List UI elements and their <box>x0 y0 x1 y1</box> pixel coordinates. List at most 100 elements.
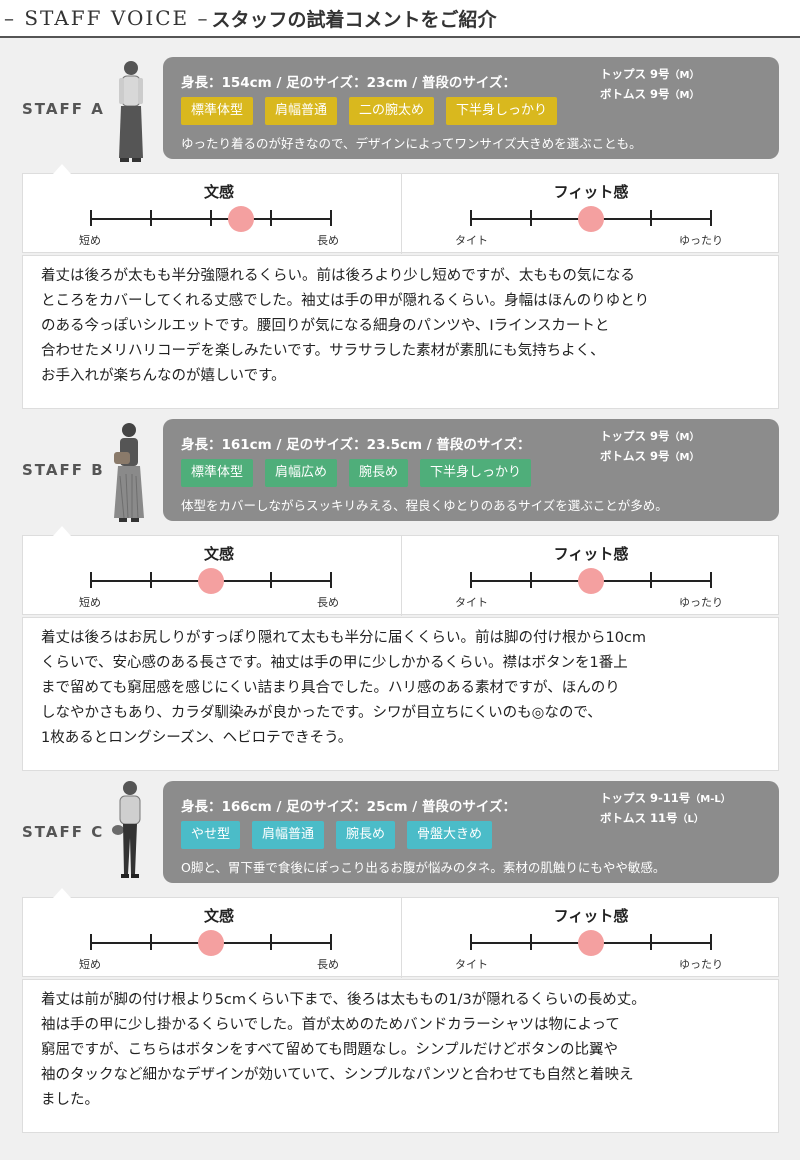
length-scale-title: 文感 <box>203 545 234 563</box>
body-tag: 肩幅普通 <box>252 821 325 849</box>
staff-stats: 身長：154cm / 足のサイズ：23cm / 普段のサイズ： <box>181 75 516 91</box>
bottoms-size-paren: （M） <box>669 452 700 463</box>
rating-scales: 文感 短め 長め フィット感 タイト ゆったり <box>22 526 779 616</box>
header-title-ja: スタッフの試着コメントをご紹介 <box>211 8 497 31</box>
body-type-tags: やせ型 肩幅普通 腕長め 骨盤大きめ <box>181 821 493 849</box>
bottoms-size-paren: （L） <box>677 814 704 825</box>
staff-comment: 着丈は後ろはお尻しりがすっぽり隠れて太もも半分に届くくらい。前は脚の付け根から1… <box>22 617 779 771</box>
scale-max-label: 長め <box>317 234 339 247</box>
scale-min-label: 短め <box>79 596 101 609</box>
scale-divider <box>401 174 402 254</box>
tops-size: トップス 9号 <box>600 67 670 81</box>
comment-line: 袖のタックなど細かなデザインが効いていて、シンプルなパンツと合わせても自然と着映… <box>41 1067 634 1083</box>
scale-min-label: タイト <box>455 958 488 971</box>
rating-marker <box>228 206 254 232</box>
staff-label: STAFF C <box>22 823 105 841</box>
bottoms-size: ボトムス 9号 <box>600 449 670 463</box>
scale-tick <box>150 210 152 226</box>
staff-label: STAFF A <box>22 100 105 118</box>
body-tag: 肩幅普通 <box>265 97 338 125</box>
rating-marker <box>198 568 224 594</box>
rating-scales: 文感 短め 長め フィット感 タイト ゆったり <box>22 888 779 978</box>
comment-line: ところをカバーしてくれる丈感でした。袖丈は手の甲が隠れるくらい。身幅はほんのりゆ… <box>41 293 650 309</box>
scale-tick <box>270 572 272 588</box>
fit-scale: フィット感 タイト ゆったり <box>455 898 759 978</box>
body-tag: 標準体型 <box>181 97 254 125</box>
speech-notch <box>53 526 71 536</box>
scale-tick <box>470 572 472 588</box>
scale-tick <box>650 572 652 588</box>
scale-tick <box>150 934 152 950</box>
comment-line: 着丈は後ろが太もも半分強隠れるくらい。前は後ろより少し短めですが、太ももの気にな… <box>41 268 635 284</box>
scale-tick <box>530 572 532 588</box>
length-scale: 文感 短め 長め <box>79 536 379 616</box>
comment-line: くらいで、安心感のある長さです。袖丈は手の甲に少しかかるくらい。襟はボタンを1番… <box>41 655 628 671</box>
comment-line: 袖は手の甲に少し掛かるくらいでした。首が太めのためバンドカラーシャツは物によって <box>41 1017 620 1033</box>
body-tag: 下半身しっかり <box>420 459 532 487</box>
rating-marker <box>578 930 604 956</box>
speech-notch <box>53 888 71 898</box>
scale-tick <box>470 210 472 226</box>
scale-tick <box>90 572 92 588</box>
body-tag: 腕長め <box>349 459 409 487</box>
body-tag: 骨盤大きめ <box>407 821 493 849</box>
staff-comment: 着丈は前が脚の付け根より5cmくらい下まで、後ろは太ももの1/3が隠れるくらいの… <box>22 979 779 1133</box>
tops-size: トップス 9号 <box>600 429 670 443</box>
fit-scale-title: フィット感 <box>553 183 629 201</box>
comment-line: 窮屈ですが、こちらはボタンをすべて留めても問題なし。シンプルだけどボタンの比翼や <box>41 1042 618 1058</box>
comment-line: のある今っぽいシルエットです。腰回りが気になる細身のパンツや、Iラインスカートと <box>41 318 610 334</box>
comment-line: 合わせたメリハリコーデを楽しみたいです。サラサラした素材が素肌にも気持ちよく、 <box>41 343 605 359</box>
scale-tick <box>530 210 532 226</box>
tops-size-paren: （M） <box>669 432 700 443</box>
scale-tick <box>710 210 712 226</box>
staff-photo <box>114 423 144 522</box>
length-scale-title: 文感 <box>203 907 234 925</box>
staff-note: ゆったり着るのが好きなので、デザインによってワンサイズ大きめを選ぶことも。 <box>181 136 642 151</box>
tops-size-paren: （M） <box>669 70 700 81</box>
scale-max-label: ゆったり <box>679 596 723 609</box>
staff-stats: 身長：166cm / 足のサイズ：25cm / 普段のサイズ： <box>181 799 516 815</box>
tops-size: トップス 9-11号 <box>600 791 691 805</box>
scale-tick <box>650 934 652 950</box>
comment-line: お手入れが楽ちんなのが嬉しいです。 <box>41 368 286 384</box>
scale-max-label: ゆったり <box>679 958 723 971</box>
scale-min-label: 短め <box>79 234 101 247</box>
scale-max-label: ゆったり <box>679 234 723 247</box>
length-scale: 文感 短め 長め <box>79 898 379 978</box>
bottoms-size: ボトムス 11号 <box>600 811 678 825</box>
body-tag: 腕長め <box>336 821 396 849</box>
scale-max-label: 長め <box>317 958 339 971</box>
scale-tick <box>270 210 272 226</box>
staff-photo <box>119 61 143 162</box>
length-scale-title: 文感 <box>203 183 234 201</box>
scale-max-label: 長め <box>317 596 339 609</box>
staff-note: 体型をカバーしながらスッキリみえる、程良くゆとりのあるサイズを選ぶことが多め。 <box>181 498 668 513</box>
staff-stats: 身長：161cm / 足のサイズ：23.5cm / 普段のサイズ： <box>181 437 531 453</box>
body-tag: 標準体型 <box>181 459 254 487</box>
bottoms-size: ボトムス 9号 <box>600 87 670 101</box>
comment-line: 1枚あるとロングシーズン、ヘビロテできそう。 <box>41 730 353 746</box>
staff-note: O脚と、胃下垂で食後にぽっこり出るお腹が悩みのタネ。素材の肌触りにもやや敏感。 <box>181 860 666 875</box>
staff-info-bubble: 身長：166cm / 足のサイズ：25cm / 普段のサイズ： トップス 9-1… <box>163 781 779 883</box>
tops-size-paren: （M-L） <box>690 794 731 805</box>
scale-tick <box>330 210 332 226</box>
scale-min-label: タイト <box>455 596 488 609</box>
comment-line: 着丈は後ろはお尻しりがすっぽり隠れて太もも半分に届くくらい。前は脚の付け根から1… <box>41 630 647 646</box>
scale-tick <box>90 934 92 950</box>
scale-tick <box>210 210 212 226</box>
scale-tick <box>330 572 332 588</box>
staff-info-bubble: 身長：161cm / 足のサイズ：23.5cm / 普段のサイズ： トップス 9… <box>163 419 779 521</box>
scale-tick <box>650 210 652 226</box>
body-tag: 下半身しっかり <box>446 97 558 125</box>
page-header: – STAFF VOICE – スタッフの試着コメントをご紹介 <box>0 0 800 38</box>
body-type-tags: 標準体型 肩幅広め 腕長め 下半身しっかり <box>181 459 532 487</box>
scale-tick <box>330 934 332 950</box>
body-tag: 肩幅広め <box>265 459 338 487</box>
comment-line: ました。 <box>41 1092 99 1108</box>
usual-sizes: トップス 9号（M） ボトムス 9号（M） <box>600 427 699 467</box>
scale-divider <box>401 536 402 616</box>
body-tag: やせ型 <box>181 821 241 849</box>
rating-scales: 文感 短め 長め フィット感 タイト ゆったり <box>22 164 779 254</box>
scale-tick <box>530 934 532 950</box>
scale-tick <box>470 934 472 950</box>
